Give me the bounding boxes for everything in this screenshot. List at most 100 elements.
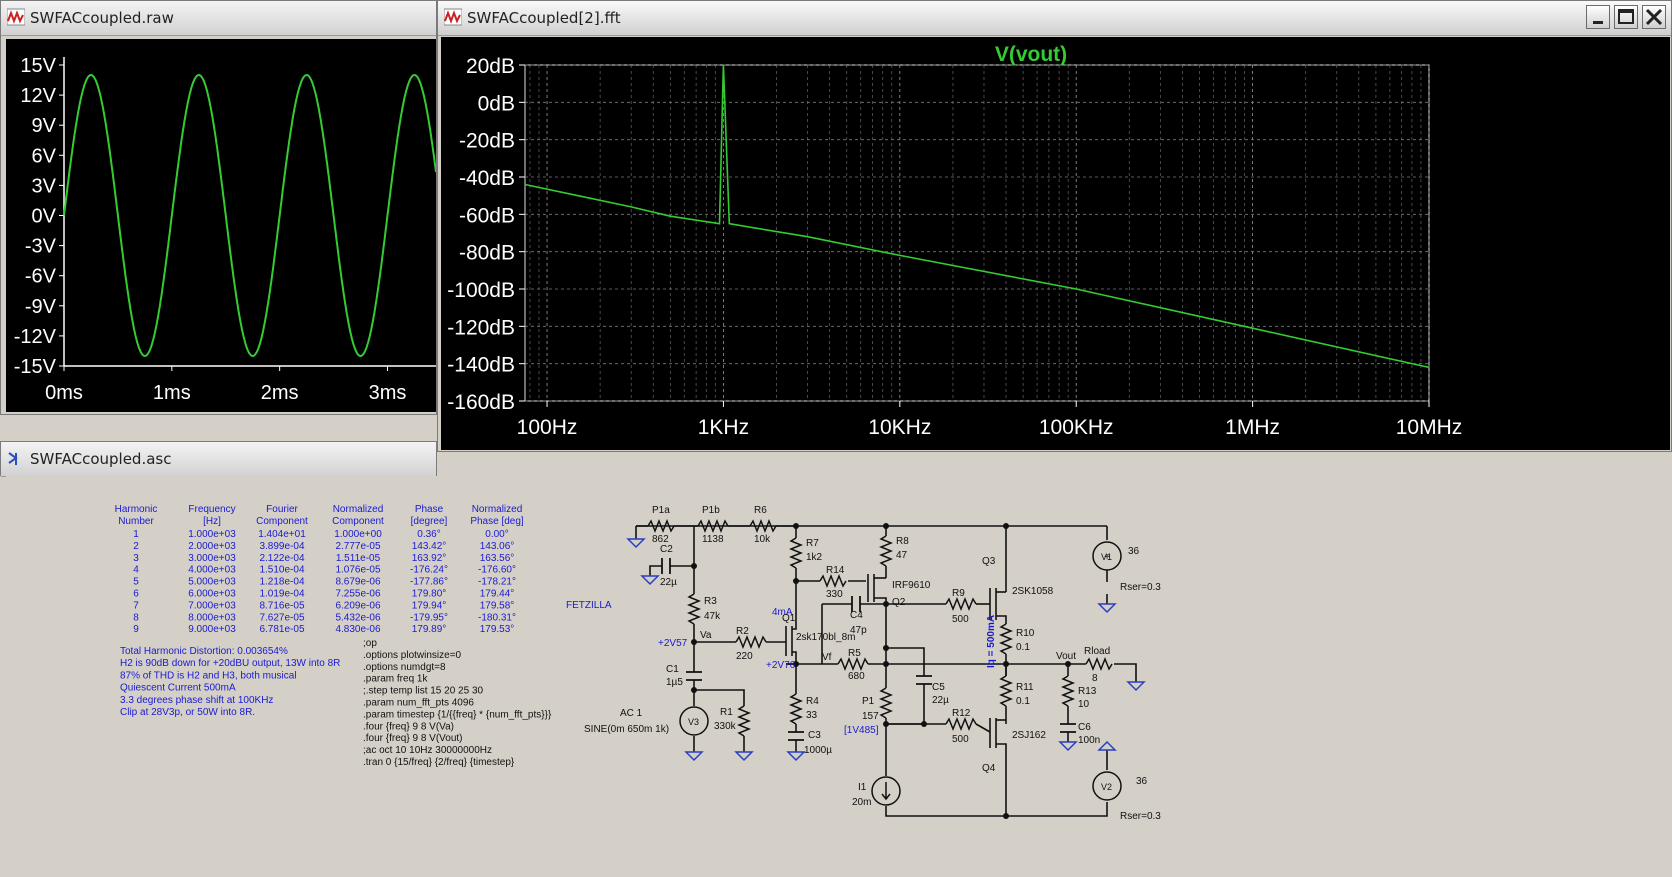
- label-p1: P1: [862, 696, 875, 707]
- ground-icon: [1097, 740, 1117, 751]
- label-500b: 500: [952, 734, 969, 745]
- label-220: 220: [736, 651, 753, 662]
- spice-directive: .param freq 1k: [363, 674, 428, 685]
- spice-directive: .options plotwinsize=0: [363, 650, 462, 661]
- fft-x-tick-label: 1KHz: [698, 416, 749, 439]
- spice-directive: .four {freq} 9 8 V(Va): [363, 721, 454, 732]
- label-22u: 22µ: [660, 577, 677, 588]
- fourier-cell: 1.076e-05: [335, 565, 380, 576]
- raw-y-tick-label: 3V: [32, 175, 57, 197]
- capacitor-c3: [788, 731, 804, 741]
- fourier-notes: Total Harmonic Distortion: 0.003654%H2 i…: [120, 646, 340, 718]
- resistor-r3: [686, 593, 702, 625]
- fft-y-tick-label: -80dB: [459, 242, 515, 265]
- fourier-cell: 163.56°: [480, 553, 515, 564]
- resistor-r14: [819, 573, 847, 589]
- label-r9: R9: [952, 588, 965, 599]
- fourier-cell: 179.58°: [480, 600, 515, 611]
- resistor-r5: [837, 656, 869, 672]
- fourier-cell: 6.209e-06: [335, 600, 380, 611]
- label-r2: R2: [736, 626, 749, 637]
- label-36b: 36: [1136, 776, 1148, 787]
- close-button[interactable]: [1642, 5, 1666, 29]
- minimize-button[interactable]: [1586, 5, 1610, 29]
- ground-icon: [1126, 681, 1146, 692]
- fourier-cell: -179.95°: [410, 612, 448, 623]
- label-q1: Q1: [782, 613, 796, 624]
- iq-annotation: Iq = 500mA: [986, 615, 997, 668]
- sources: +: [679, 541, 1122, 806]
- fourier-note: Quiescent Current 500mA: [120, 683, 236, 694]
- fourier-cell: 9: [133, 624, 139, 635]
- ground-symbols: [626, 538, 1146, 762]
- resistor-rload: [1085, 656, 1113, 672]
- raw-window-titlebar[interactable]: SWFACcoupled.raw: [1, 1, 436, 36]
- spice-directive: ;.step temp list 15 20 25 30: [363, 686, 484, 697]
- raw-y-tick-label: -9V: [25, 296, 57, 318]
- fourier-cell: 4: [133, 565, 139, 576]
- minimize-icon: [1593, 21, 1603, 24]
- fft-window-titlebar[interactable]: SWFACcoupled[2].fft: [438, 1, 1671, 36]
- fourier-cell: 8: [133, 612, 139, 623]
- raw-y-tick-label: 15V: [20, 55, 56, 77]
- fft-x-tick-label: 100KHz: [1039, 416, 1114, 439]
- label-v3: V3: [688, 717, 699, 727]
- resistors: [647, 518, 1113, 737]
- resistor-r8: [878, 535, 894, 567]
- fourier-cell: 4.000e+03: [188, 565, 236, 576]
- label-8: 8: [1092, 673, 1098, 684]
- ground-icon: [734, 751, 754, 762]
- raw-y-tick-label: -3V: [25, 236, 57, 258]
- spice-directive: .tran 0 {15/freq} {2/freq} {timestep}: [363, 757, 515, 768]
- fourier-cell: 143.06°: [480, 541, 515, 552]
- label-500a: 500: [952, 614, 969, 625]
- schematic-window-titlebar[interactable]: SWFACcoupled.asc: [1, 442, 436, 477]
- raw-y-tick-label: 0V: [32, 206, 57, 228]
- fourier-header: Harmonic: [115, 504, 158, 515]
- label-1u5: 1µ5: [666, 677, 683, 688]
- waveform-app-icon: [7, 8, 25, 26]
- fourier-cell: 5: [133, 577, 139, 588]
- schematic-window-title: SWFACcoupled.asc: [30, 450, 172, 468]
- label-r3: R3: [704, 596, 717, 607]
- fourier-header: [degree]: [411, 516, 448, 527]
- ground-icon: [786, 751, 806, 762]
- fourier-cell: 179.94°: [412, 600, 447, 611]
- fourier-cell: 8.000e+03: [188, 612, 236, 623]
- label-c6: C6: [1078, 722, 1091, 733]
- fft-chart[interactable]: 20dB0dB-20dB-40dB-60dB-80dB-100dB-120dB-…: [441, 37, 1670, 450]
- label-4ma: 4mA: [772, 607, 793, 618]
- resistor-p1a: [647, 518, 675, 534]
- ground-icon: [626, 538, 646, 549]
- label-r7: R7: [806, 538, 819, 549]
- schematic-window[interactable]: SWFACcoupled.asc: [0, 441, 437, 477]
- label-01a: 0.1: [1016, 642, 1030, 653]
- label-r4: R4: [806, 696, 819, 707]
- raw-x-tick-label: 2ms: [261, 382, 299, 404]
- label-v2: V2: [1101, 782, 1112, 792]
- maximize-button[interactable]: [1614, 5, 1638, 29]
- fourier-cell: 6: [133, 589, 139, 600]
- label-10: 10: [1078, 699, 1090, 710]
- fetzilla-label: FETZILLA: [566, 600, 612, 611]
- fft-y-tick-label: -40dB: [459, 167, 515, 190]
- fourier-cell: 7.000e+03: [188, 600, 236, 611]
- raw-x-tick-label: 3ms: [369, 382, 407, 404]
- label-2sk170: 2sk170bl_8m: [796, 632, 855, 643]
- resistor-r11: [998, 675, 1014, 707]
- label-p1a: P1a: [652, 505, 670, 516]
- fft-y-tick-label: -120dB: [447, 316, 515, 339]
- fourier-header: Normalized: [333, 504, 384, 515]
- label-330: 330: [826, 589, 843, 600]
- raw-y-tick-label: -12V: [14, 326, 57, 348]
- fourier-header: Component: [332, 516, 384, 527]
- fft-x-tick-label: 1MHz: [1225, 416, 1280, 439]
- fourier-note: Clip at 28V3p, or 50W into 8R.: [120, 707, 255, 718]
- capacitor-c1: [686, 671, 702, 681]
- label-r1: R1: [720, 707, 733, 718]
- label-sine: SINE(0m 650m 1k): [584, 724, 669, 735]
